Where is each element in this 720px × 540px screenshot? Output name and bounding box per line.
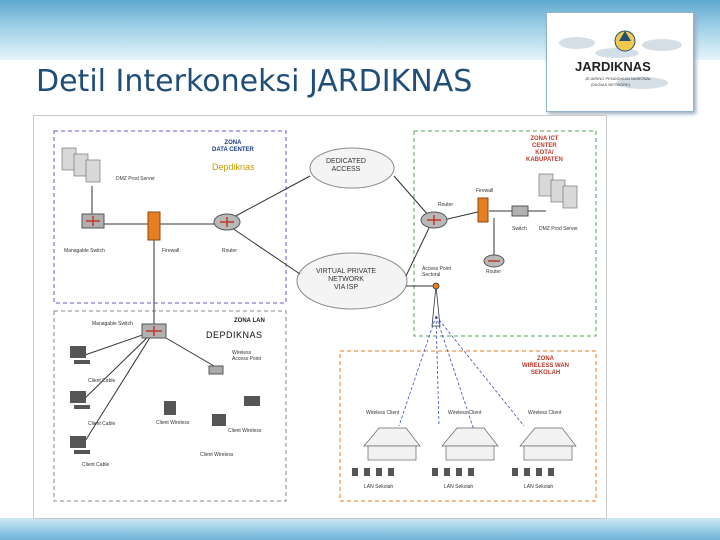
lan-sekolah-3-label: LAN Sekolah [524, 484, 554, 490]
pc-icon [70, 346, 90, 454]
wireless-ap-label: Wireless Access Point [232, 350, 261, 362]
logo-tagline-2: (DIKNAS NETWORK) [591, 82, 631, 87]
switch-icon [81, 213, 105, 229]
link-dedicated-router2 [393, 175, 430, 217]
server-icon [61, 147, 101, 183]
wireless-client-1-label: Wireless Client [366, 410, 400, 416]
vpn-cloud [296, 252, 408, 310]
footer-band [0, 518, 720, 540]
link-vpn-router2 [405, 227, 430, 277]
logo-tagline-1: JEJARING PENDIDIKAN NASIONAL [585, 76, 652, 81]
logo-graphic [559, 30, 682, 89]
router-mid-label: Router [438, 202, 454, 208]
dmz-server-right-label: DMZ Prod Server [539, 226, 578, 232]
client-cable-1-label: Client Cable [88, 378, 116, 384]
client-wireless-2-label: Client Wireless [228, 428, 262, 434]
dmz-server-left-label: DMZ Prod Server [116, 176, 155, 182]
managable-switch-lan-label: Managable Switch [92, 321, 133, 327]
dedicated-access-label: DEDICATED ACCESS [326, 158, 366, 173]
zone-wireless-label: ZONA WIRELESS WAN SEKOLAH [522, 356, 570, 376]
router-icon-mid [420, 211, 448, 229]
school-icon [363, 427, 577, 461]
firewall-icon-right [477, 197, 489, 223]
router-right-label: Router [486, 269, 502, 275]
zone-ict-border [413, 130, 597, 337]
link-router-dedicated [231, 175, 311, 219]
lan-sekolah-icon [352, 468, 554, 476]
client-cable-2-label: Client Cable [88, 421, 116, 427]
zone-data-center-label: ZONA DATA CENTER [212, 140, 254, 153]
firewall-icon [147, 211, 161, 241]
router-icon-right [483, 254, 505, 268]
network-diagram: ZONA DATA CENTER Depdiknas ZONA ICT CENT… [33, 115, 607, 519]
wlink-2 [435, 315, 440, 427]
diagram-canvas [53, 130, 597, 502]
router-icon [213, 213, 241, 231]
access-point-label: Access Point Sectoral [422, 266, 451, 278]
client-wireless-1-label: Client Wireless [156, 420, 190, 426]
vpn-label: VIRTUAL PRIVATE NETWORK VIA ISP [316, 268, 377, 291]
zone-wireless-border [339, 350, 597, 502]
dedicated-cloud [309, 147, 395, 189]
lan-sekolah-1-label: LAN Sekolah [364, 484, 394, 490]
server-icon-right [538, 173, 578, 209]
wireless-client-2-label: Wireless Client [448, 410, 482, 416]
lan-sekolah-2-label: LAN Sekolah [444, 484, 474, 490]
link-lan-client2 [81, 330, 155, 402]
access-point-icon [208, 365, 224, 375]
lan-switch-icon [141, 323, 167, 339]
zone-data-center-border [53, 130, 287, 304]
wireless-client-3-label: Wireless Client [528, 410, 562, 416]
wlink-3 [435, 315, 525, 427]
client-wireless-3-label: Client Wireless [200, 452, 234, 458]
firewall-left-label: Firewall [162, 248, 180, 254]
firewall-right-label: Firewall [476, 188, 494, 194]
wlink-4 [435, 315, 477, 437]
switch-right-label: Switch [512, 226, 527, 232]
wlink-1 [398, 315, 437, 427]
switch-icon-right [511, 205, 529, 217]
laptop-icon [164, 396, 260, 426]
zone-data-center-sub: Depdiknas [212, 162, 255, 172]
link-lan-client3 [81, 330, 155, 447]
zone-ict-label: ZONA ICT CENTER KOTA/ KABUPATEN [526, 136, 563, 163]
client-cable-3-label: Client Cable [82, 462, 110, 468]
router-left-label: Router [222, 248, 238, 254]
tower-icon [431, 282, 441, 327]
jardiknas-logo: JARDIKNAS JEJARING PENDIDIKAN NASIONAL (… [546, 12, 694, 112]
page-title: Detil Interkoneksi JARDIKNAS [36, 64, 473, 99]
link-router-vpn [231, 227, 301, 275]
zone-lan-label: ZONA LAN [234, 318, 265, 324]
logo-name: JARDIKNAS [575, 59, 651, 74]
zone-lan-border [53, 310, 287, 502]
managable-switch-label: Managable Switch [64, 248, 105, 254]
zone-lan-sub: DEPDIKNAS [206, 330, 263, 340]
